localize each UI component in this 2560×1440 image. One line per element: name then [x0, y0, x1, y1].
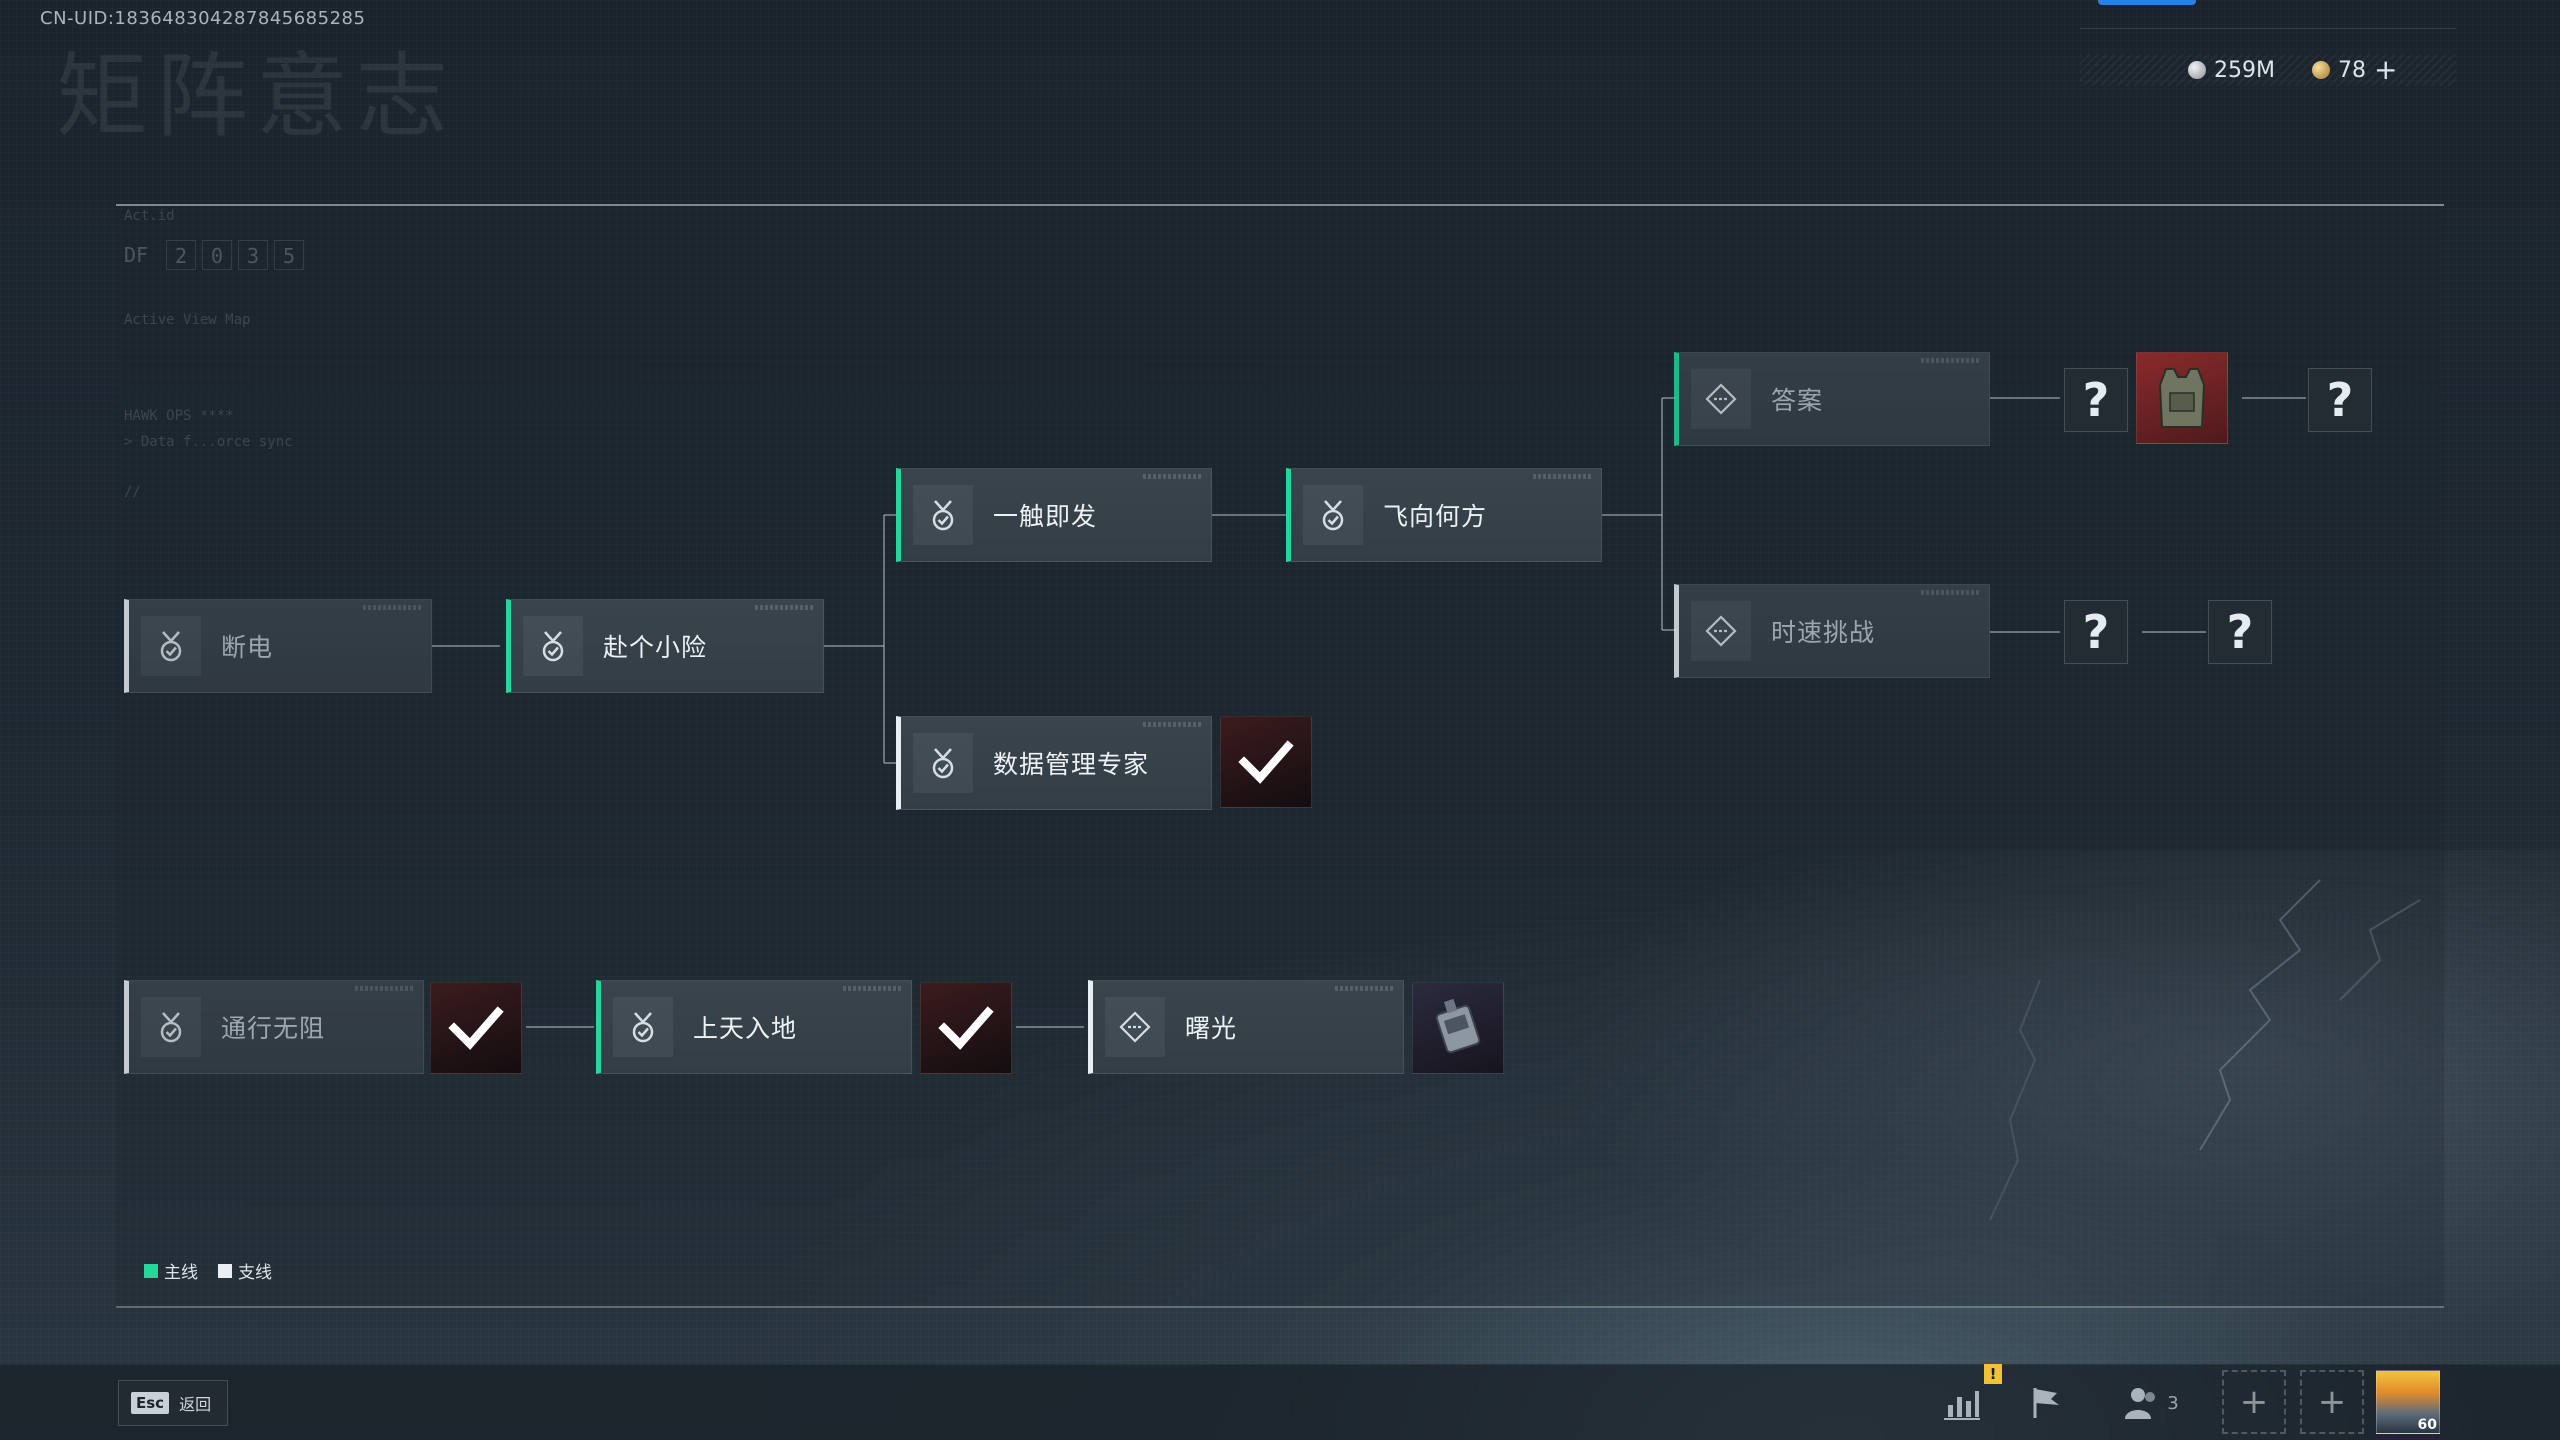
empty-slot-button[interactable]: +	[2300, 1370, 2364, 1434]
mission-node-tongxing[interactable]: 通行无阻	[124, 980, 424, 1074]
flag-button[interactable]	[2020, 1378, 2072, 1428]
question-mark-icon: ?	[2326, 373, 2354, 427]
mission-label: 一触即发	[993, 502, 1098, 531]
code-prefix: DF	[124, 243, 149, 267]
medal-check-icon	[141, 997, 201, 1057]
mission-node-yichu[interactable]: 一触即发	[896, 468, 1212, 562]
empty-slot-button[interactable]: +	[2222, 1370, 2286, 1434]
silver-coin-icon	[2188, 61, 2206, 79]
squad-count: 3	[2167, 1392, 2179, 1414]
gold-coin-icon	[2312, 61, 2330, 79]
code-digit: 3	[238, 240, 268, 270]
mission-node-fuxian[interactable]: 赴个小险	[506, 599, 824, 693]
esc-key-hint: Esc	[131, 1392, 170, 1414]
top-accent-tab[interactable]	[2098, 0, 2196, 5]
stats-button[interactable]	[1936, 1378, 1988, 1428]
gadget-item-icon	[1435, 998, 1481, 1054]
diamond-path-icon	[1105, 997, 1165, 1057]
silver-currency: 259M	[2188, 54, 2275, 86]
deco-text: Act.id	[124, 208, 175, 224]
medal-check-icon	[613, 997, 673, 1057]
mission-label: 曙光	[1185, 1014, 1238, 1043]
mission-label: 赴个小险	[603, 633, 708, 662]
code-digit: 5	[274, 240, 304, 270]
code-digit: 0	[202, 240, 232, 270]
legend: 主线 支线	[144, 1258, 272, 1283]
squad-icon	[2125, 1388, 2156, 1419]
side-swatch	[218, 1263, 232, 1278]
legend-main: 主线	[144, 1258, 198, 1283]
medal-check-icon	[523, 616, 583, 676]
gold-currency: 78 +	[2312, 54, 2397, 86]
currency-strip	[2080, 54, 2456, 86]
mission-node-feixiang[interactable]: 飞向何方	[1286, 468, 1602, 562]
mission-node-shuju[interactable]: 数据管理专家	[896, 716, 1212, 810]
question-mark-icon: ?	[2226, 605, 2254, 659]
page-title: 矩阵意志	[56, 43, 457, 150]
player-avatar[interactable]: 60	[2376, 1370, 2440, 1434]
add-currency-button[interactable]: +	[2374, 53, 2398, 86]
reward-unknown[interactable]: ?	[2064, 368, 2128, 432]
bottom-bar	[0, 1364, 2560, 1440]
mission-label: 时速挑战	[1771, 618, 1876, 647]
mission-node-shangtian[interactable]: 上天入地	[596, 980, 912, 1074]
deco-text: Active View Map	[124, 312, 251, 328]
deco-text: HAWK OPS ****	[124, 408, 234, 424]
warning-badge: !	[1984, 1364, 2002, 1384]
reward-claimed-shangtian[interactable]	[920, 982, 1012, 1074]
reward-claimed-tongxing[interactable]	[430, 982, 522, 1074]
reward-unknown[interactable]: ?	[2208, 600, 2272, 664]
squad-button[interactable]: 3	[2116, 1378, 2186, 1428]
deco-text: > Data f...orce sync	[124, 434, 293, 450]
medal-check-icon	[913, 733, 973, 793]
mission-node-shuguang[interactable]: 曙光	[1088, 980, 1404, 1074]
reward-gadget[interactable]	[1412, 982, 1504, 1074]
question-mark-icon: ?	[2082, 605, 2110, 659]
checkmark-icon	[448, 1006, 504, 1050]
medal-check-icon	[1303, 485, 1363, 545]
mission-node-daan[interactable]: 答案	[1674, 352, 1990, 446]
armor-vest-icon	[2158, 368, 2206, 428]
mission-label: 飞向何方	[1383, 502, 1488, 531]
reward-unknown[interactable]: ?	[2308, 368, 2372, 432]
bar-chart-icon	[1944, 1391, 1980, 1420]
main-swatch	[144, 1263, 158, 1278]
mission-label: 通行无阻	[221, 1014, 326, 1043]
legend-side: 支线	[218, 1258, 272, 1283]
mission-label: 数据管理专家	[993, 750, 1150, 779]
uid-label: CN-UID:183648304287845685285	[40, 8, 366, 29]
reward-armor-vest[interactable]	[2136, 352, 2228, 444]
flag-icon	[2033, 1388, 2059, 1418]
medal-check-icon	[141, 616, 201, 676]
top-divider	[2080, 28, 2456, 29]
deco-text: //	[124, 484, 141, 500]
mission-label: 上天入地	[693, 1014, 798, 1043]
player-level: 60	[2417, 1417, 2437, 1433]
silver-amount: 259M	[2214, 57, 2275, 83]
panel-code: DF 2 0 3 5	[124, 240, 304, 270]
mission-label: 断电	[221, 633, 274, 662]
legend-side-label: 支线	[238, 1263, 272, 1283]
mission-label: 答案	[1771, 386, 1824, 415]
medal-check-icon	[913, 485, 973, 545]
reward-unknown[interactable]: ?	[2064, 600, 2128, 664]
reward-claimed-shuju[interactable]	[1220, 716, 1312, 808]
back-label: 返回	[179, 1395, 212, 1414]
code-digit: 2	[166, 240, 196, 270]
lightning-decoration	[1989, 879, 2421, 1221]
legend-main-label: 主线	[164, 1263, 198, 1283]
storm-cloud-backdrop	[1500, 850, 2560, 1370]
back-button[interactable]: Esc 返回	[118, 1380, 228, 1426]
checkmark-icon	[938, 1006, 994, 1050]
checkmark-icon	[1238, 740, 1294, 784]
diamond-path-icon	[1691, 601, 1751, 661]
mission-node-shisu[interactable]: 时速挑战	[1674, 584, 1990, 678]
gold-amount: 78	[2338, 57, 2366, 83]
diamond-path-icon	[1691, 369, 1751, 429]
mission-node-duandian[interactable]: 断电	[124, 599, 432, 693]
question-mark-icon: ?	[2082, 373, 2110, 427]
